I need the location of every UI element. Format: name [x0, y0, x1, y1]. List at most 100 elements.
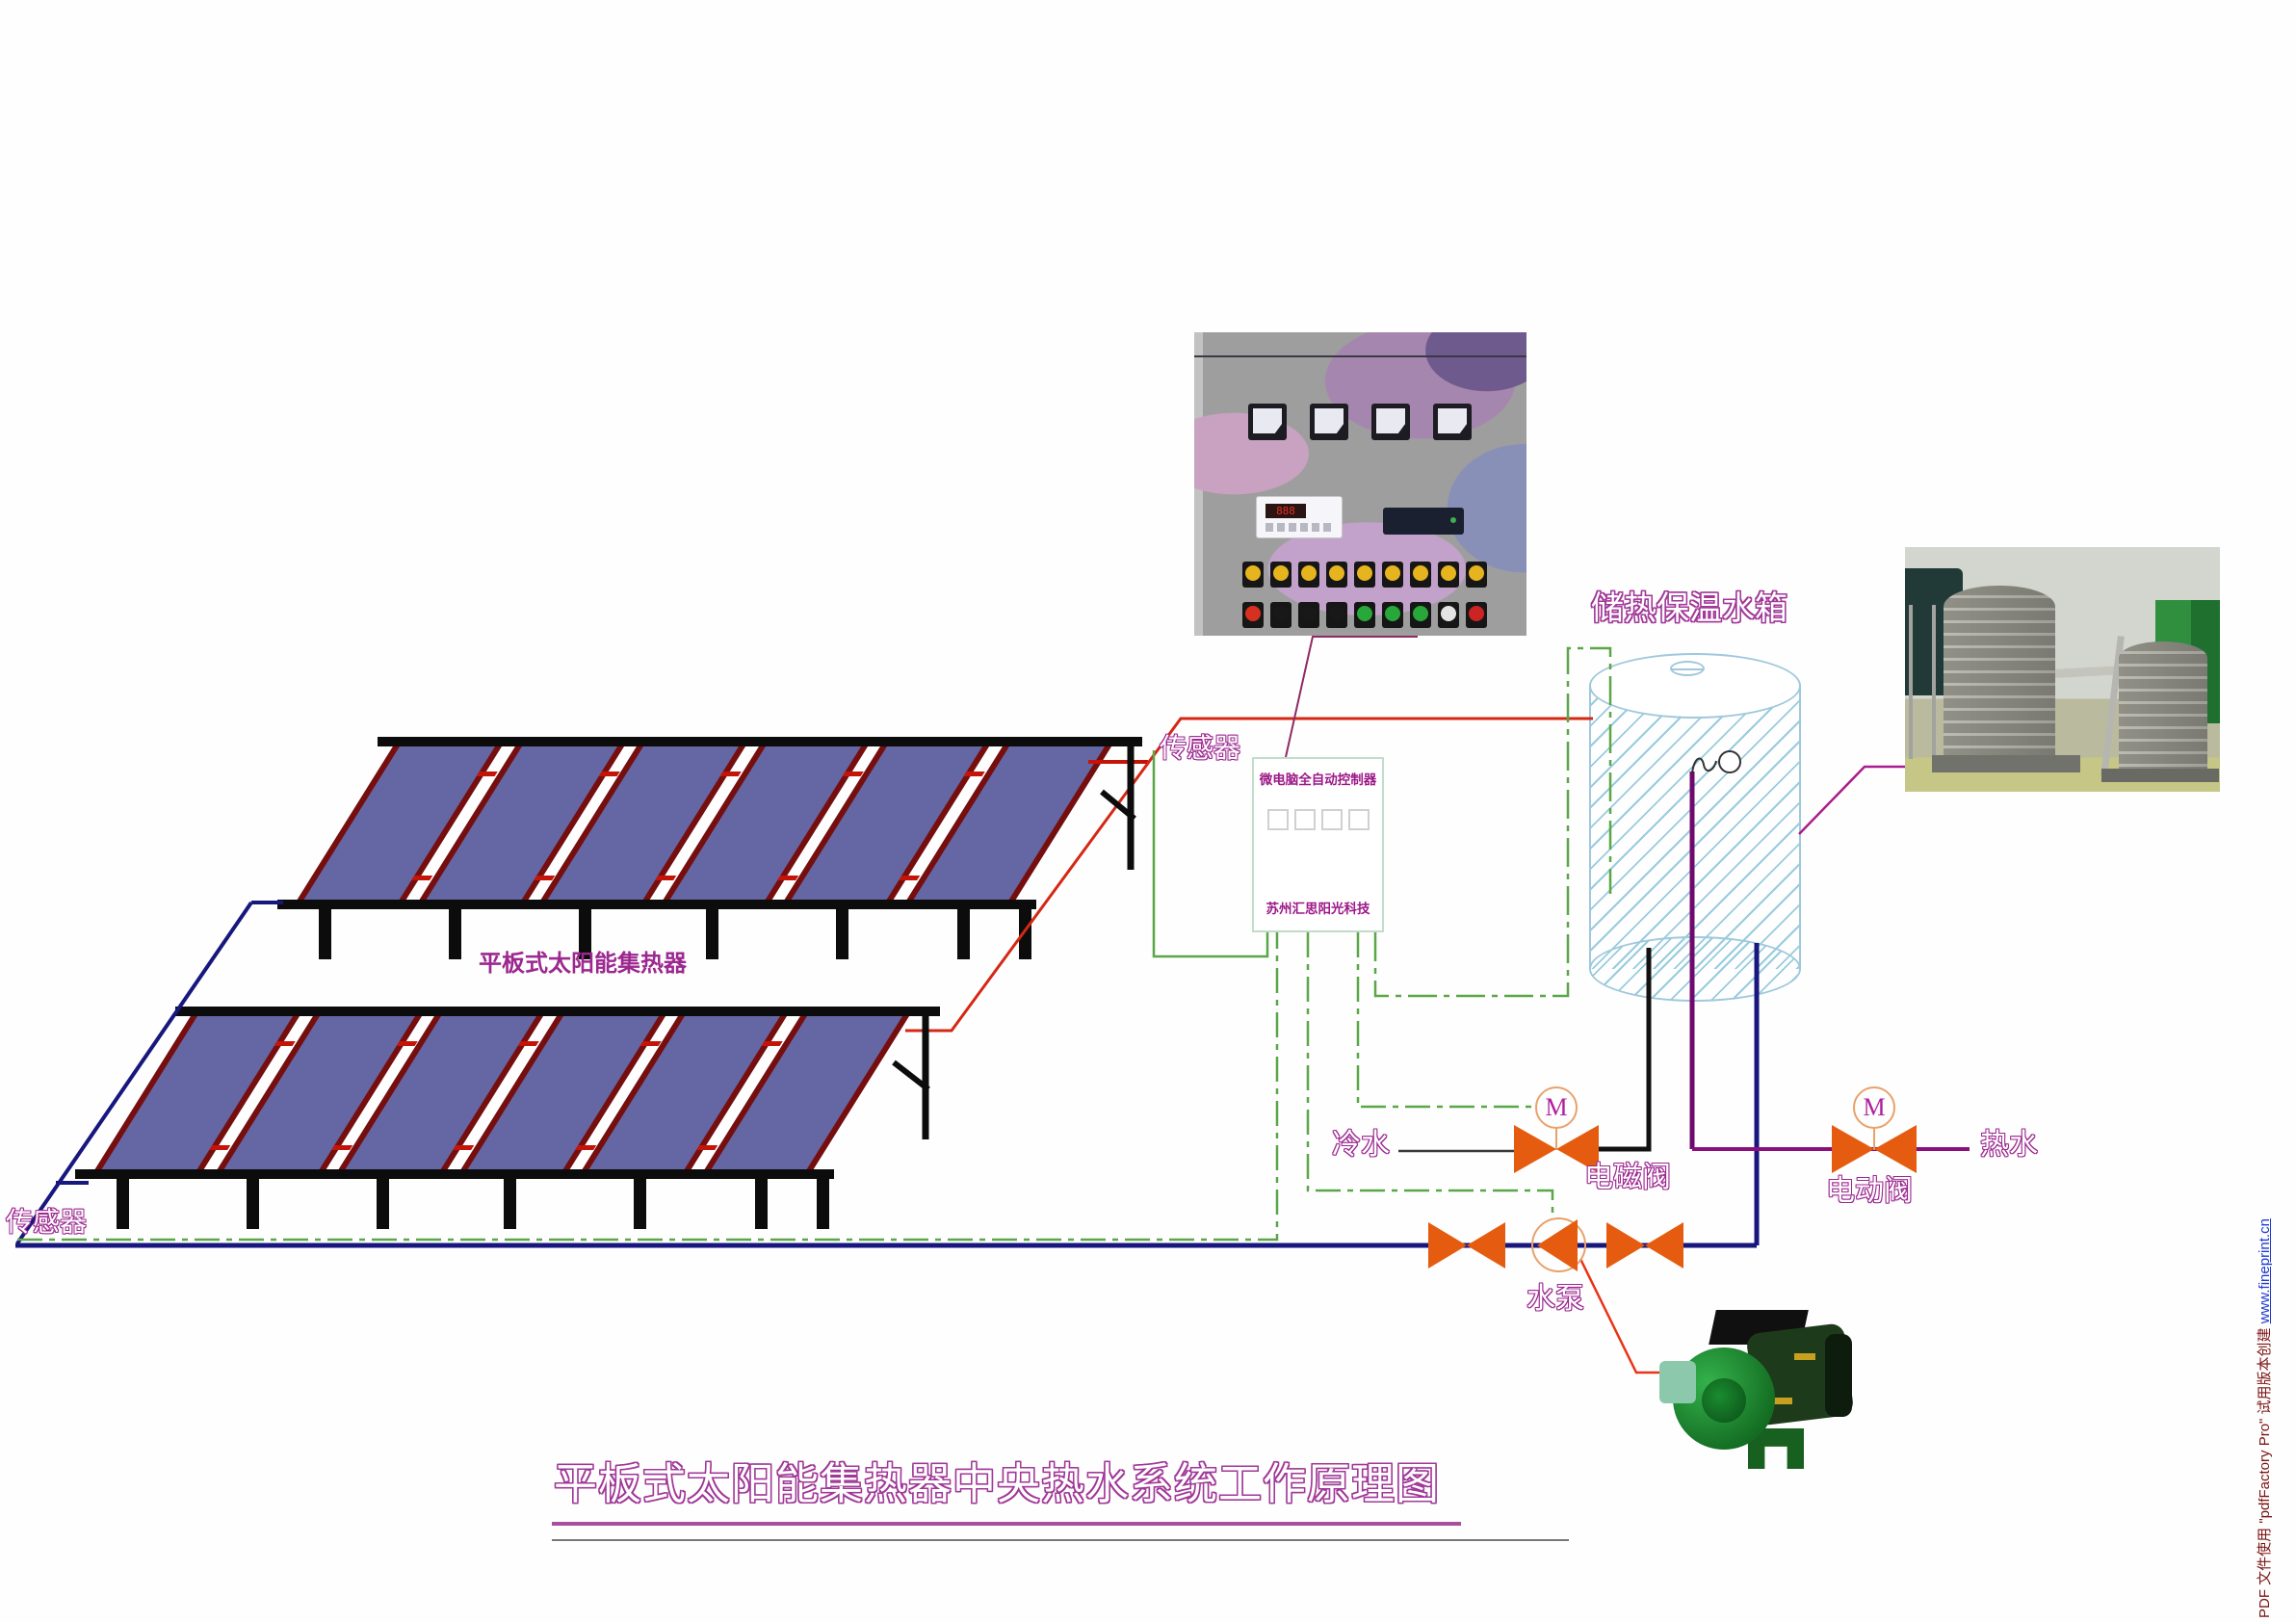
- pump-motor-cap: [1825, 1334, 1852, 1417]
- gate-valve-icon: [1645, 1222, 1683, 1269]
- panel-button-row2: [1242, 602, 1487, 628]
- panel-display-led: [1450, 517, 1456, 523]
- tank-photo-link-line: [1798, 765, 1909, 835]
- panel-button: [1438, 562, 1459, 588]
- cabinet-leader-line: [1285, 636, 1418, 758]
- panel-button: [1298, 602, 1319, 628]
- motorized-valve-motor-icon: M: [1853, 1086, 1895, 1129]
- array-bottom-rail: [277, 900, 1036, 909]
- array-leg: [755, 1179, 768, 1229]
- array-leg: [634, 1179, 646, 1229]
- array-leg: [377, 1179, 389, 1229]
- panel-temp-controller: 888: [1256, 496, 1343, 538]
- panel-button: [1242, 562, 1264, 588]
- panel-meter: [1310, 404, 1348, 440]
- panel-digital-readout: 888: [1265, 504, 1306, 518]
- storage-tank-body: [1589, 686, 1801, 969]
- array-leg: [504, 1179, 516, 1229]
- solar-array-2: [75, 1007, 952, 1250]
- title-underline-thick: [552, 1522, 1461, 1526]
- photo-tank-platform-2: [2101, 769, 2219, 782]
- wire-pump-control: [1306, 932, 1554, 1217]
- array-top-rail: [378, 737, 1142, 746]
- watermark-text: PDF 文件使用 "pdfFactory Pro" 试用版本创建: [2257, 1323, 2273, 1618]
- water-pump-label: 水泵: [1526, 1283, 1584, 1315]
- photo-steel-tank-large: [1944, 586, 2055, 761]
- rooftop-tanks-photo: [1905, 547, 2220, 792]
- controller-indicators: [1254, 809, 1382, 830]
- tank-vent-cap: [1670, 661, 1705, 676]
- wire-solenoid-valve: [1356, 932, 1533, 1109]
- array-top-rail: [175, 1007, 940, 1016]
- water-pump-photo: [1659, 1305, 1864, 1478]
- panel-button: [1270, 562, 1292, 588]
- array-leg: [449, 909, 461, 959]
- array-bottom-rail: [75, 1169, 834, 1179]
- gate-valve-icon: [1467, 1222, 1505, 1269]
- array-leg: [706, 909, 718, 959]
- controller-indicator: [1320, 809, 1343, 830]
- pump-nameplate: [1794, 1353, 1815, 1360]
- solar-array-1: [277, 737, 1154, 981]
- panel-button: [1410, 562, 1431, 588]
- motorized-valve-icon: [1874, 1125, 1917, 1173]
- panel-button: [1466, 562, 1487, 588]
- motorized-valve-icon: [1832, 1125, 1874, 1173]
- pump-photo-leader-line: [1578, 1258, 1666, 1374]
- pump-fitting: [1763, 1398, 1792, 1404]
- panel-meter: [1248, 404, 1287, 440]
- panel-meter: [1371, 404, 1410, 440]
- photo-scaffold: [1909, 605, 1942, 759]
- array-leg: [957, 909, 970, 959]
- panel-button: [1354, 562, 1375, 588]
- panel-dark-display: [1383, 508, 1464, 535]
- panel-button: [1410, 602, 1431, 628]
- controller-brand: 苏州汇思阳光科技: [1265, 902, 1370, 916]
- array-leg: [247, 1179, 259, 1229]
- panel-button: [1326, 562, 1347, 588]
- controller-indicator: [1293, 809, 1316, 830]
- pump-inlet-flange: [1659, 1361, 1696, 1403]
- panel-button: [1438, 602, 1459, 628]
- sensor-top-label: 传感器: [1160, 733, 1241, 763]
- panel-button: [1382, 562, 1403, 588]
- array-leg: [319, 909, 331, 959]
- array-leg: [836, 909, 848, 959]
- cabinet-top-edge: [1194, 355, 1526, 357]
- photo-steel-tank-small: [2119, 641, 2207, 778]
- panel-button: [1382, 602, 1403, 628]
- panel-button: [1326, 602, 1347, 628]
- panel-button: [1298, 562, 1319, 588]
- gate-valve-icon: [1428, 1222, 1467, 1269]
- panel-button-row1: [1242, 562, 1487, 588]
- solenoid-valve-motor-icon: M: [1535, 1086, 1578, 1129]
- motorized-valve-label: 电动阀: [1826, 1175, 1913, 1207]
- diagram-title: 平板式太阳能集热器中央热水系统工作原理图: [554, 1459, 1441, 1508]
- photo-tank-platform-1: [1932, 755, 2080, 772]
- controller-title: 微电脑全自动控制器: [1259, 772, 1377, 787]
- control-cabinet-photo: 888: [1194, 332, 1526, 636]
- gate-valve-icon: [1606, 1222, 1645, 1269]
- solenoid-valve-icon: [1514, 1125, 1556, 1173]
- panel-controller-keys: [1265, 523, 1331, 532]
- fineprint-link[interactable]: www.fineprint.cn: [2257, 1218, 2273, 1324]
- solenoid-valve-stem: [1555, 1127, 1557, 1150]
- controller-indicator: [1266, 809, 1289, 830]
- title-underline-thin: [552, 1539, 1569, 1541]
- panel-button: [1270, 602, 1292, 628]
- panel-button: [1354, 602, 1375, 628]
- panel-meter: [1433, 404, 1472, 440]
- collector-array-label: 平板式太阳能集热器: [479, 951, 687, 977]
- array-leg: [817, 1179, 829, 1229]
- panel-meter-row: [1248, 404, 1472, 440]
- motorized-valve-stem: [1873, 1127, 1875, 1150]
- array-leg: [1019, 909, 1031, 959]
- controller-indicator: [1347, 809, 1370, 830]
- controller-box: 微电脑全自动控制器 苏州汇思阳光科技: [1252, 757, 1384, 932]
- wire-tank-sensor: [1373, 646, 1612, 998]
- hot-water-label: 热水: [1980, 1129, 2038, 1161]
- panel-button: [1242, 602, 1264, 628]
- array-leg: [117, 1179, 129, 1229]
- sensor-bottom-label: 传感器: [6, 1207, 88, 1237]
